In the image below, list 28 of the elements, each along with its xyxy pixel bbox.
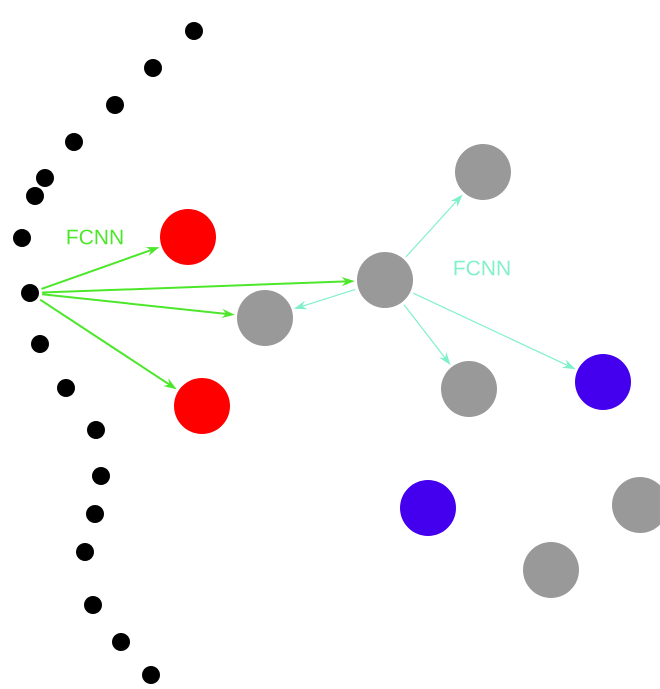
circle-node — [357, 252, 413, 308]
dot — [65, 133, 83, 151]
dot — [142, 666, 160, 684]
edge-label: FCNN — [64, 228, 126, 246]
dot — [26, 187, 44, 205]
dot — [13, 229, 31, 247]
dot — [86, 505, 104, 523]
dot — [84, 596, 102, 614]
dot — [144, 59, 162, 77]
circle-node — [441, 361, 497, 417]
dot — [76, 543, 94, 561]
edge-label: FCNN — [452, 260, 512, 276]
dot — [87, 421, 105, 439]
dot — [106, 96, 124, 114]
dot — [185, 22, 203, 40]
circle-node — [455, 144, 511, 200]
circle-node — [174, 378, 230, 434]
circle-node — [160, 209, 216, 265]
dot — [31, 335, 49, 353]
circle-node — [237, 290, 293, 346]
dot — [112, 633, 130, 651]
dot — [57, 379, 75, 397]
dot — [21, 284, 39, 302]
circle-node — [523, 542, 579, 598]
dot — [36, 169, 54, 187]
circle-node — [400, 480, 456, 536]
dot — [92, 467, 110, 485]
circle-node — [575, 354, 631, 410]
